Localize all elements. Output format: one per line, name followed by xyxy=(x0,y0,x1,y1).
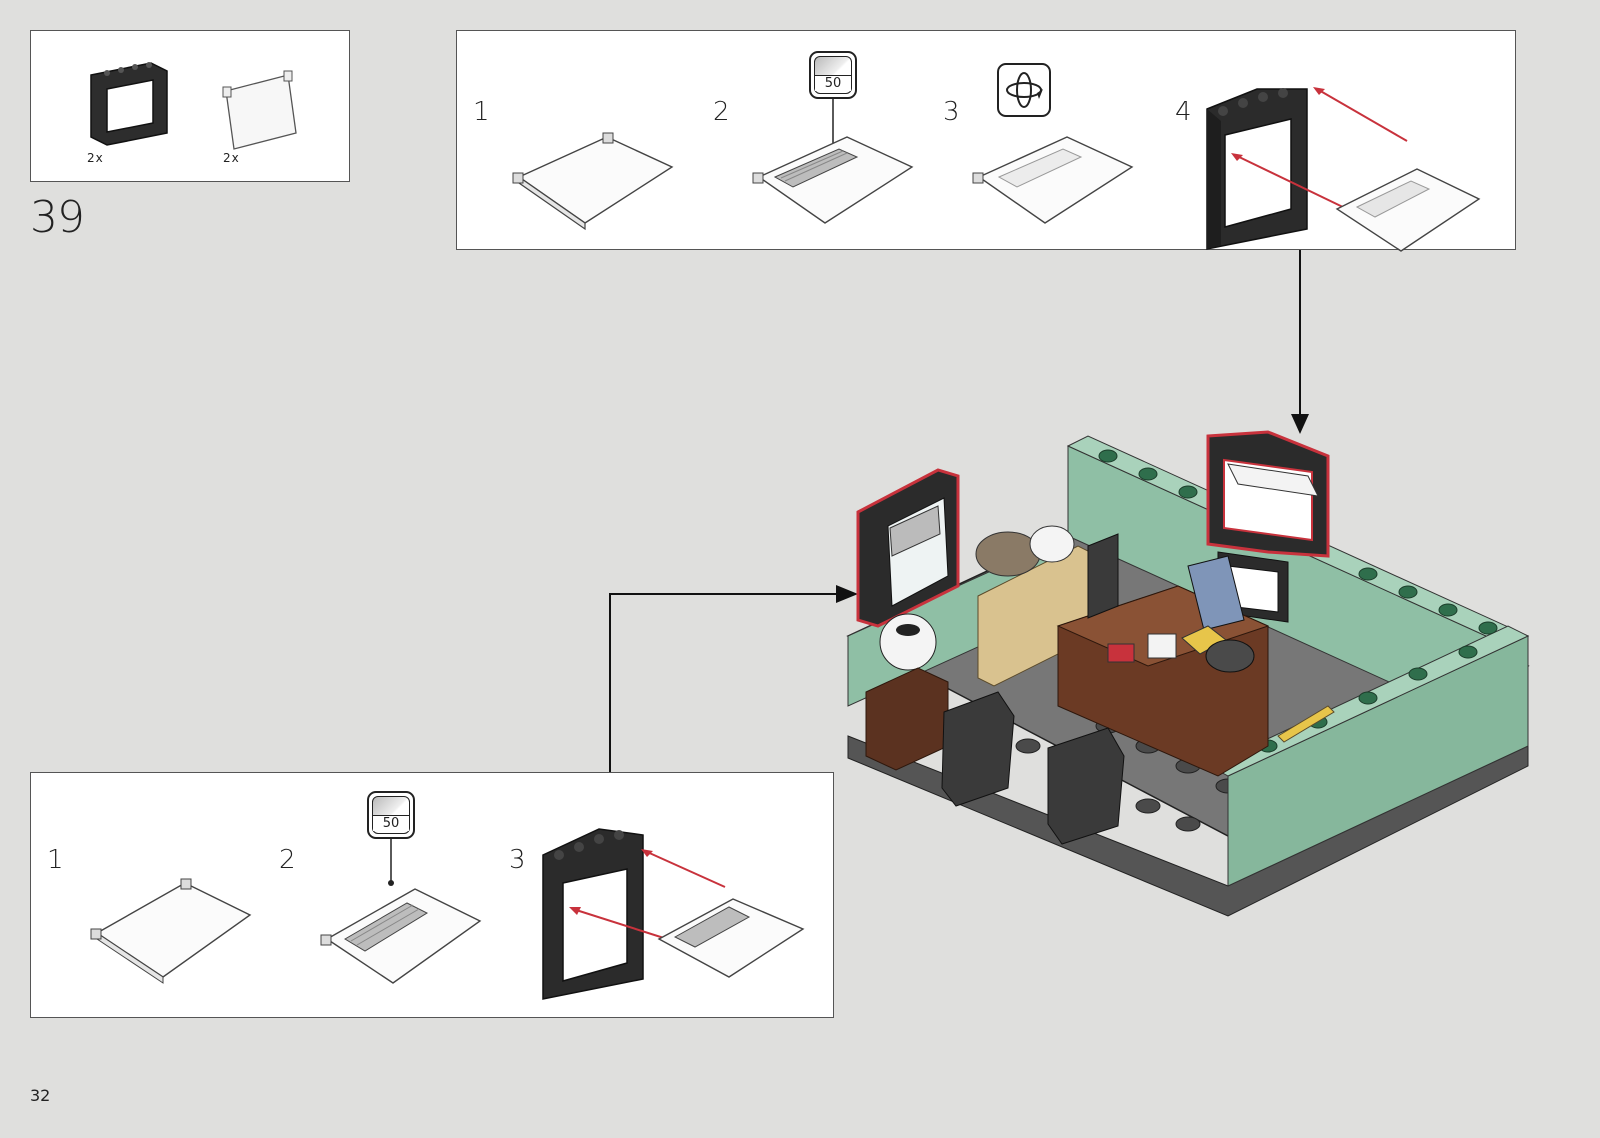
top-substep-3-label: 3 xyxy=(943,97,960,127)
step-number: 39 xyxy=(30,192,84,243)
bottom-step3-assembly xyxy=(539,799,819,999)
top-step2-pane xyxy=(747,99,927,219)
page-number: 32 xyxy=(30,1086,50,1105)
bottom-step1-pane xyxy=(85,873,265,983)
top-step1-pane xyxy=(507,127,687,237)
frame-count: 2x xyxy=(87,151,104,165)
top-substep-4-label: 4 xyxy=(1175,97,1192,127)
bottom-substep-2-label: 2 xyxy=(279,845,296,875)
bottom-substep-box: 1 2 50 3 xyxy=(30,772,834,1018)
parts-list-box: 2x 2x xyxy=(30,30,350,182)
bottom-substep-1-label: 1 xyxy=(47,845,64,875)
bottom-substep-3-label: 3 xyxy=(509,845,526,875)
top-step4-assembly xyxy=(1197,59,1507,229)
bottom-step2-pane xyxy=(315,839,495,989)
window-pane-icon xyxy=(216,61,306,151)
bottom-callout-connector xyxy=(600,584,870,774)
top-substep-box: 1 2 50 3 4 xyxy=(456,30,1516,250)
top-step3-pane xyxy=(967,127,1147,237)
top-sticker-badge: 50 xyxy=(809,51,857,99)
bottom-sticker-number: 50 xyxy=(373,815,409,831)
bottom-sticker-badge: 50 xyxy=(367,791,415,839)
rotate-icon xyxy=(997,63,1051,117)
top-sticker-number: 50 xyxy=(815,75,851,91)
top-substep-1-label: 1 xyxy=(473,97,490,127)
top-callout-connector xyxy=(1280,250,1320,440)
main-assembly-model xyxy=(848,416,1548,946)
top-substep-2-label: 2 xyxy=(713,97,730,127)
window-frame-icon xyxy=(81,53,181,153)
pane-count: 2x xyxy=(223,151,240,165)
